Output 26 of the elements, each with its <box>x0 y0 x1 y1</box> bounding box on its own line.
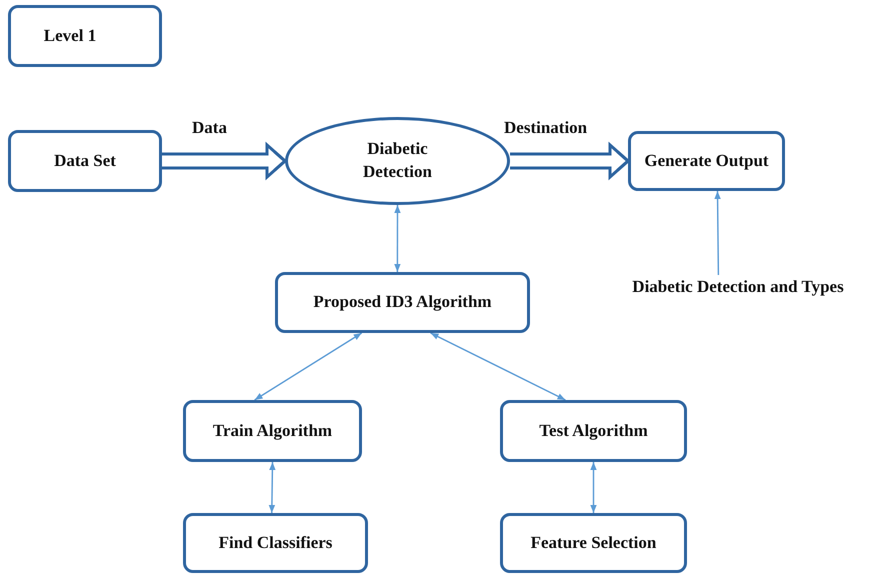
arrow <box>714 191 721 275</box>
node-label: Feature Selection <box>530 532 656 554</box>
process-box <box>275 272 530 333</box>
process-box <box>8 130 162 192</box>
arrow <box>254 332 362 401</box>
node-label: Diabetic Detection <box>362 138 433 183</box>
node-label: Proposed ID3 Algorithm <box>313 291 492 314</box>
node-label: Data Set <box>54 150 116 172</box>
process-box <box>183 400 362 462</box>
arrow <box>160 142 288 180</box>
arrow <box>508 142 630 180</box>
arrow <box>394 205 401 272</box>
node-label: Train Algorithm <box>212 420 332 442</box>
arrow <box>590 462 597 513</box>
process-box <box>500 400 687 462</box>
node-label: Find Classifiers <box>218 532 332 554</box>
arrow <box>268 462 276 513</box>
output-label: Diabetic Detection and Types <box>632 276 844 298</box>
process-box <box>183 513 368 573</box>
process-box <box>500 513 687 573</box>
process-box <box>628 131 785 191</box>
node-label: Level 1 <box>44 24 96 47</box>
node-label: Generate Output <box>644 150 769 172</box>
arrow <box>430 332 566 401</box>
process-box <box>8 5 162 67</box>
node-label: Test Algorithm <box>539 420 648 442</box>
